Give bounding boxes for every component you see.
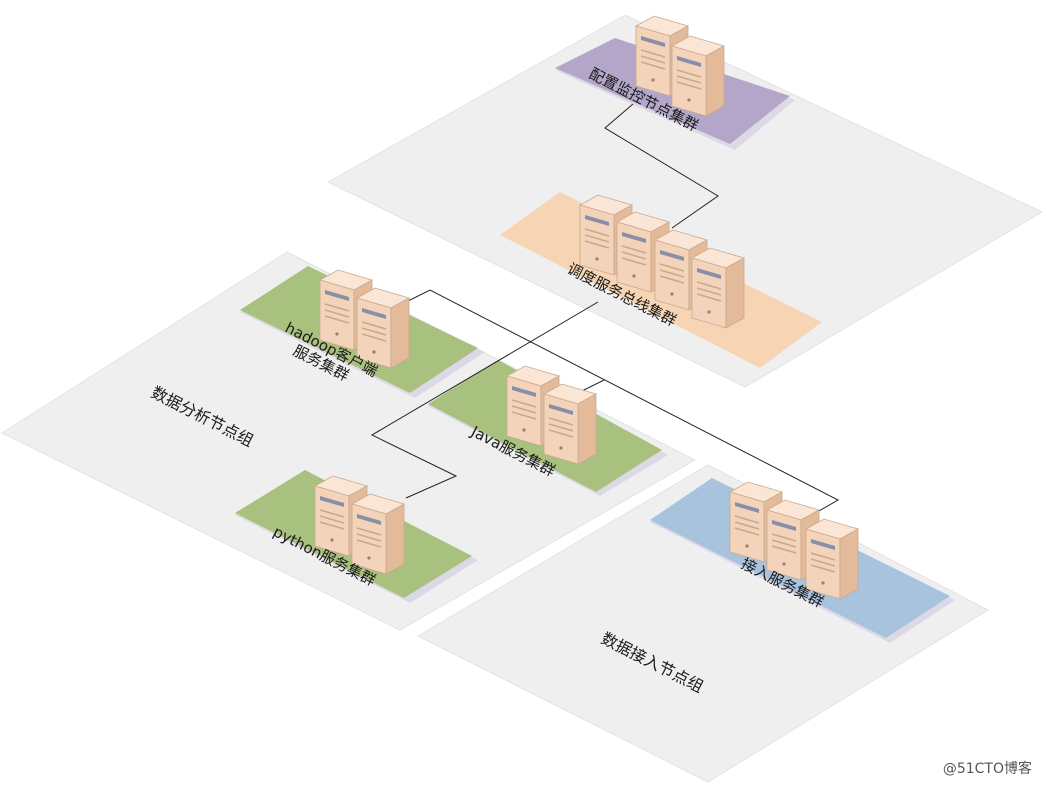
server-icon <box>351 493 405 575</box>
server-icon <box>543 383 597 465</box>
link-bus-python <box>370 301 599 499</box>
link-hadoop-ingest <box>397 289 840 516</box>
analysis-group-panel <box>0 251 697 631</box>
link-java-branch <box>581 379 605 392</box>
server-icon <box>691 247 745 329</box>
watermark: @51CTO博客 <box>942 761 1032 777</box>
server-icon <box>671 35 725 117</box>
top-group-panel <box>326 14 1042 388</box>
server-icon <box>805 518 859 600</box>
link-config-bus <box>604 103 719 229</box>
